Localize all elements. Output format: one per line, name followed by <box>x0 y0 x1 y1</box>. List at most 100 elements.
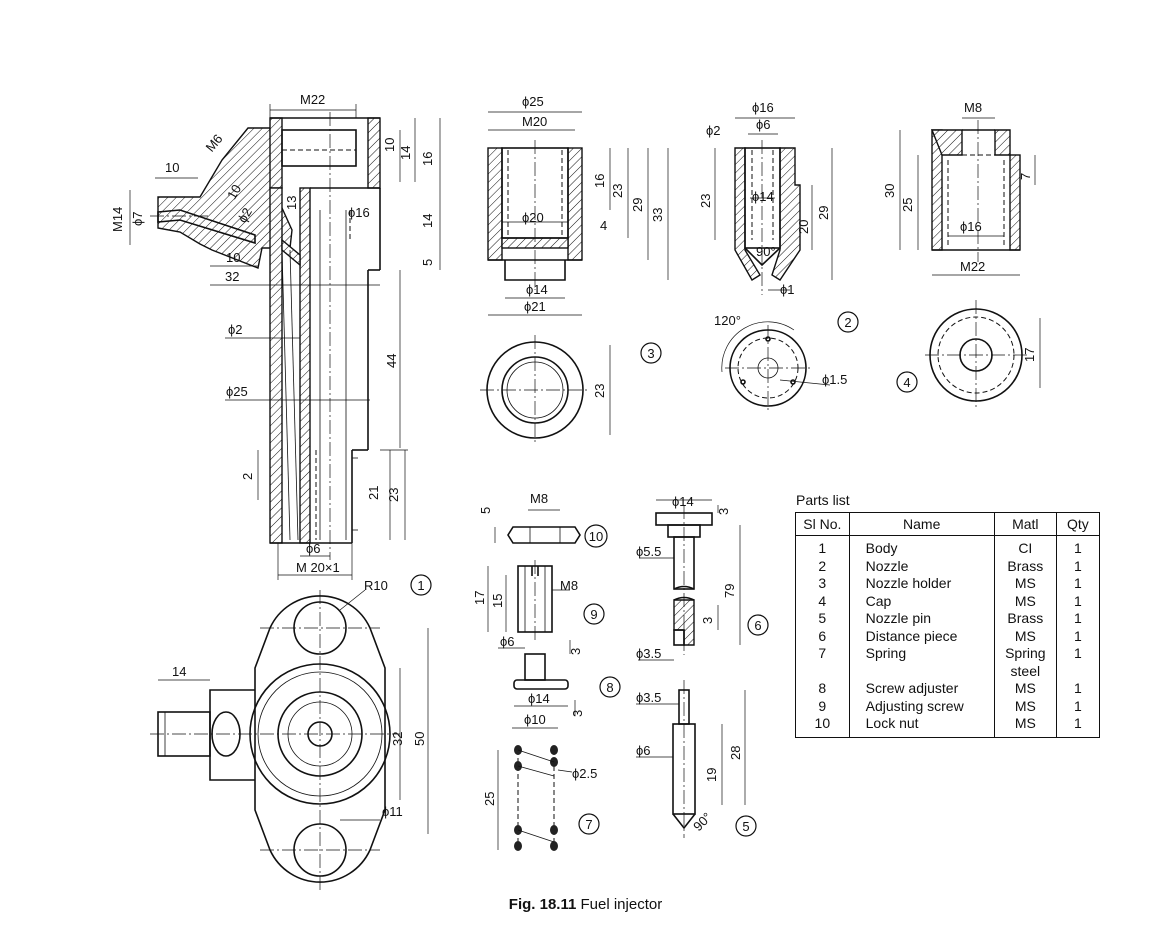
dim-nozzle-20: 20 <box>796 220 811 234</box>
cell-name: Cap <box>848 592 995 610</box>
balloon-5: 5 <box>742 819 749 834</box>
holder-dimension-labels: ϕ25 M20 16 23 29 33 ϕ20 4 ϕ14 ϕ21 23 <box>522 94 665 398</box>
dim-body-23: 23 <box>386 488 401 502</box>
cell-qty: 1 <box>1055 592 1101 610</box>
cell-qty: 1 <box>1055 535 1101 558</box>
cell-qty: 1 <box>1055 627 1101 645</box>
cell-qty: 1 <box>1055 557 1101 575</box>
dim-pin-90deg: 90° <box>690 810 715 835</box>
lock-nut-view <box>494 509 581 544</box>
dim-body-44: 44 <box>384 354 399 368</box>
dim-holder-phi21: ϕ21 <box>524 299 546 314</box>
cell-sl-no: 8 <box>795 680 850 698</box>
adjusting-screw-view <box>487 560 570 640</box>
cell-matl: MS <box>993 697 1057 715</box>
header-sl-no: Sl No. <box>795 512 850 536</box>
cell-matl: MS <box>993 627 1057 645</box>
cell-name: Adjusting screw <box>848 697 995 715</box>
cell-name: Body <box>848 535 995 558</box>
figure-number: Fig. 18.11 <box>508 896 577 913</box>
dim-holder-phi14: ϕ14 <box>526 282 548 297</box>
cell-name: Lock nut <box>848 715 995 737</box>
dim-body-phi7: ϕ7 <box>130 211 145 226</box>
dim-pin-phi3-5: ϕ3.5 <box>636 690 661 705</box>
dim-body-10-inclined: 10 <box>224 182 244 202</box>
dim-body-m6: M6 <box>203 131 226 154</box>
balloon-6: 6 <box>754 618 761 633</box>
dim-distance-79: 79 <box>722 584 737 598</box>
dim-nozzle-phi1-5: ϕ1.5 <box>822 372 847 387</box>
dim-holder-23b: 23 <box>592 384 607 398</box>
dim-nozzle-phi2: ϕ2 <box>706 123 721 138</box>
distance-dimension-labels: ϕ14 3 ϕ5.5 79 3 ϕ3.5 <box>636 494 737 661</box>
dim-spring-phi10: ϕ10 <box>524 712 546 727</box>
dim-distance-phi5-5: ϕ5.5 <box>636 544 661 559</box>
parts-list-header-row: Sl No. Name Matl Qty <box>795 512 1101 536</box>
dim-screw-17: 17 <box>472 591 487 605</box>
dim-body-2: 2 <box>240 473 255 480</box>
cell-qty: 1 <box>1055 715 1101 737</box>
cell-sl-no: 10 <box>795 715 850 737</box>
dim-body-14v: 14 <box>398 146 413 160</box>
dim-holder-16: 16 <box>592 174 607 188</box>
dim-cap-phi16: ϕ16 <box>960 219 982 234</box>
balloon-7: 7 <box>585 817 592 832</box>
dim-nozzle-120deg: 120° <box>714 313 741 328</box>
dim-adjuster-3b: 3 <box>570 710 585 717</box>
dim-body-phi2-top: ϕ2 <box>235 205 255 225</box>
screw-dimension-labels: 17 15 M8 <box>472 578 578 608</box>
cell-matl: CI <box>993 535 1057 558</box>
dim-holder-23: 23 <box>610 184 625 198</box>
balloon-8: 8 <box>606 680 613 695</box>
cell-name: Distance piece <box>848 627 995 645</box>
dim-cap-m22: M22 <box>960 259 985 274</box>
cell-qty: 1 <box>1055 645 1101 680</box>
dim-holder-m20: M20 <box>522 114 547 129</box>
dim-nozzle-90deg: 90° <box>756 244 776 259</box>
dim-adjuster-phi14: ϕ14 <box>528 691 550 706</box>
dim-holder-29: 29 <box>630 198 645 212</box>
dim-body-32: 32 <box>225 269 239 284</box>
cell-sl-no: 9 <box>795 697 850 715</box>
spring-view <box>497 727 573 851</box>
cap-dimension-labels: M8 30 25 7 ϕ16 M22 17 <box>882 100 1037 362</box>
cell-name: Spring <box>848 645 995 680</box>
dim-distance-phi14: ϕ14 <box>672 494 694 509</box>
part-balloons: 1 2 3 4 5 6 7 8 9 10 <box>410 311 918 837</box>
cell-sl-no: 5 <box>795 610 850 628</box>
distance-piece-view <box>638 499 741 661</box>
dim-screw-15: 15 <box>490 594 505 608</box>
dim-body-14b: 14 <box>420 214 435 228</box>
dim-distance-3: 3 <box>716 508 731 515</box>
dim-base-50: 50 <box>412 732 427 746</box>
cell-sl-no: 1 <box>795 535 850 558</box>
header-qty: Qty <box>1055 512 1101 536</box>
header-matl: Matl <box>993 512 1057 536</box>
dim-pin-19: 19 <box>704 768 719 782</box>
dim-cap-25: 25 <box>900 198 915 212</box>
dim-distance-3b: 3 <box>700 617 715 624</box>
dim-nozzle-phi16: ϕ16 <box>752 100 774 115</box>
cell-qty: 1 <box>1055 680 1101 698</box>
dim-base-r10: R10 <box>364 578 388 593</box>
balloon-1: 1 <box>417 578 424 593</box>
cell-sl-no: 6 <box>795 627 850 645</box>
dim-holder-phi25: ϕ25 <box>522 94 544 109</box>
figure-caption: Fig. 18.11 Fuel injector <box>0 896 1171 913</box>
dim-body-phi6: ϕ6 <box>306 541 321 556</box>
dim-holder-33: 33 <box>650 208 665 222</box>
dim-nut-m8: M8 <box>530 491 548 506</box>
pin-dimension-labels: ϕ3.5 ϕ6 28 19 90° <box>636 690 743 834</box>
dim-body-10v: 10 <box>382 138 397 152</box>
dim-pin-28: 28 <box>728 746 743 760</box>
nozzle-pin-view <box>636 680 746 838</box>
nozzle-holder-section <box>480 111 669 445</box>
